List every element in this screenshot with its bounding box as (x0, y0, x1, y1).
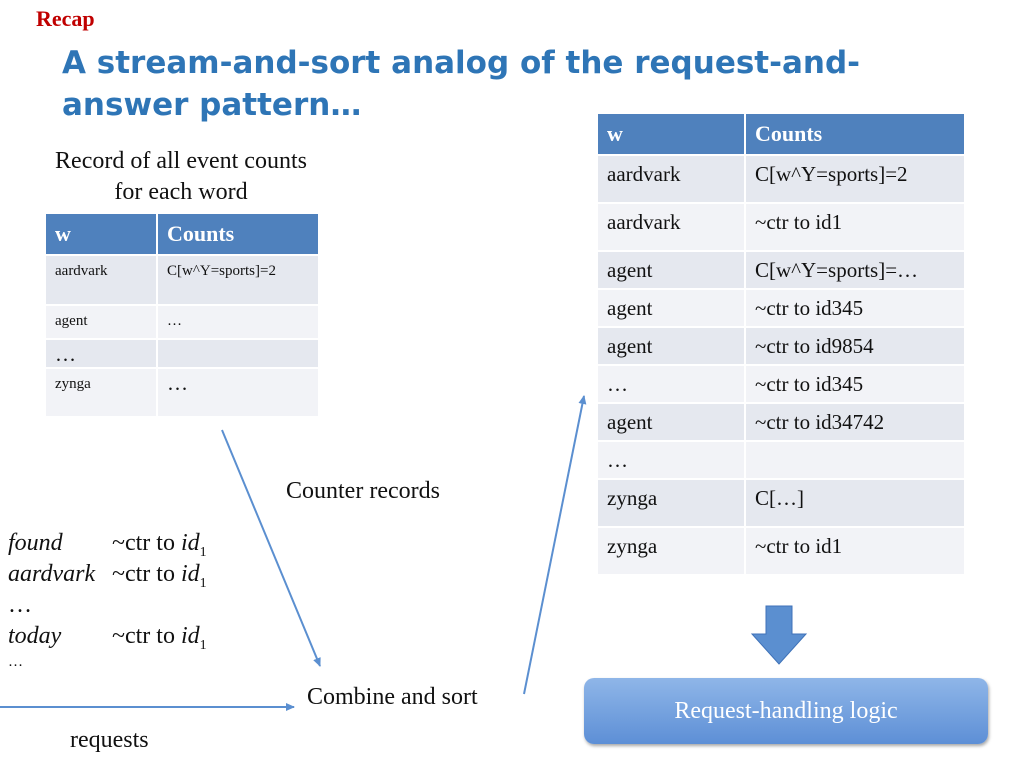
list-item: … (8, 592, 248, 623)
table-cell-counts: … (158, 306, 320, 340)
table-row: agent C[w^Y=sports]=… (598, 252, 966, 290)
table-cell-word: agent (598, 252, 746, 290)
combined-sorted-table: w Counts aardvark C[w^Y=sports]=2 aardva… (598, 114, 966, 576)
table-row: zynga C[…] (598, 480, 966, 528)
table-cell-counts: … (158, 369, 320, 418)
table-cell-counts: C[w^Y=sports]=2 (158, 256, 320, 306)
request-word: aardvark (8, 561, 96, 587)
column-header-w: w (598, 114, 746, 156)
slide-title: A stream-and-sort analog of the request-… (62, 45, 861, 123)
request-word: found (8, 530, 63, 556)
table-row: … ~ctr to id345 (598, 366, 966, 404)
table-cell-word: … (46, 340, 158, 369)
table-cell-counts (746, 442, 966, 480)
table-cell-word: aardvark (598, 156, 746, 204)
counter-records-label: Counter records (286, 478, 440, 504)
table-cell-word: zynga (598, 480, 746, 528)
requests-label: requests (70, 727, 149, 753)
table-cell-word: agent (598, 290, 746, 328)
table-cell-word: aardvark (598, 204, 746, 252)
table-row: zynga … (46, 369, 320, 418)
table-cell-counts (158, 340, 320, 369)
request-list: found ~ctr to id1 aardvark ~ctr to id1 …… (8, 530, 248, 685)
table-cell-word: agent (598, 404, 746, 442)
left-table-caption: Record of all event counts for each word (55, 148, 307, 205)
event-counts-table: w Counts aardvark C[w^Y=sports]=2 agent … (46, 214, 320, 418)
list-item: today ~ctr to id1 (8, 623, 248, 654)
table-cell-counts: ~ctr to id345 (746, 366, 966, 404)
column-header-w: w (46, 214, 158, 256)
request-value: ~ctr to id1 (112, 623, 207, 653)
table-cell-counts: C[w^Y=sports]=… (746, 252, 966, 290)
request-word: today (8, 623, 62, 649)
list-item: found ~ctr to id1 (8, 530, 248, 561)
request-value: ~ctr to id1 (112, 530, 207, 560)
table-cell-counts: ~ctr to id1 (746, 204, 966, 252)
table-row: agent ~ctr to id9854 (598, 328, 966, 366)
table-cell-counts: ~ctr to id34742 (746, 404, 966, 442)
table-row: … (598, 442, 966, 480)
list-item: … (8, 654, 248, 685)
table-row: … (46, 340, 320, 369)
table-cell-word: … (598, 366, 746, 404)
table-row: agent ~ctr to id34742 (598, 404, 966, 442)
list-item: aardvark ~ctr to id1 (8, 561, 248, 592)
table-header-row: w Counts (598, 114, 966, 156)
table-header-row: w Counts (46, 214, 320, 256)
table-row: agent … (46, 306, 320, 340)
sorted-output-arrow (523, 395, 587, 695)
recap-label: Recap (36, 6, 95, 31)
table-cell-counts: ~ctr to id9854 (746, 328, 966, 366)
counter-records-arrow (221, 429, 321, 667)
request-word: … (8, 592, 32, 618)
table-cell-counts: ~ctr to id345 (746, 290, 966, 328)
table-row: aardvark C[w^Y=sports]=2 (598, 156, 966, 204)
request-word: … (8, 654, 23, 670)
request-handling-logic-box: Request-handling logic (584, 678, 988, 744)
down-arrow-icon (750, 605, 808, 665)
table-row: zynga ~ctr to id1 (598, 528, 966, 576)
column-header-counts: Counts (746, 114, 966, 156)
table-cell-word: … (598, 442, 746, 480)
table-cell-word: aardvark (46, 256, 158, 306)
table-cell-word: agent (46, 306, 158, 340)
combine-and-sort-label: Combine and sort (307, 684, 478, 710)
table-cell-counts: C[…] (746, 480, 966, 528)
table-cell-word: zynga (46, 369, 158, 418)
table-cell-counts: ~ctr to id1 (746, 528, 966, 576)
table-row: aardvark ~ctr to id1 (598, 204, 966, 252)
request-value: ~ctr to id1 (112, 561, 207, 591)
table-row: aardvark C[w^Y=sports]=2 (46, 256, 320, 306)
column-header-counts: Counts (158, 214, 320, 256)
table-cell-word: agent (598, 328, 746, 366)
table-cell-word: zynga (598, 528, 746, 576)
table-row: agent ~ctr to id345 (598, 290, 966, 328)
table-cell-counts: C[w^Y=sports]=2 (746, 156, 966, 204)
